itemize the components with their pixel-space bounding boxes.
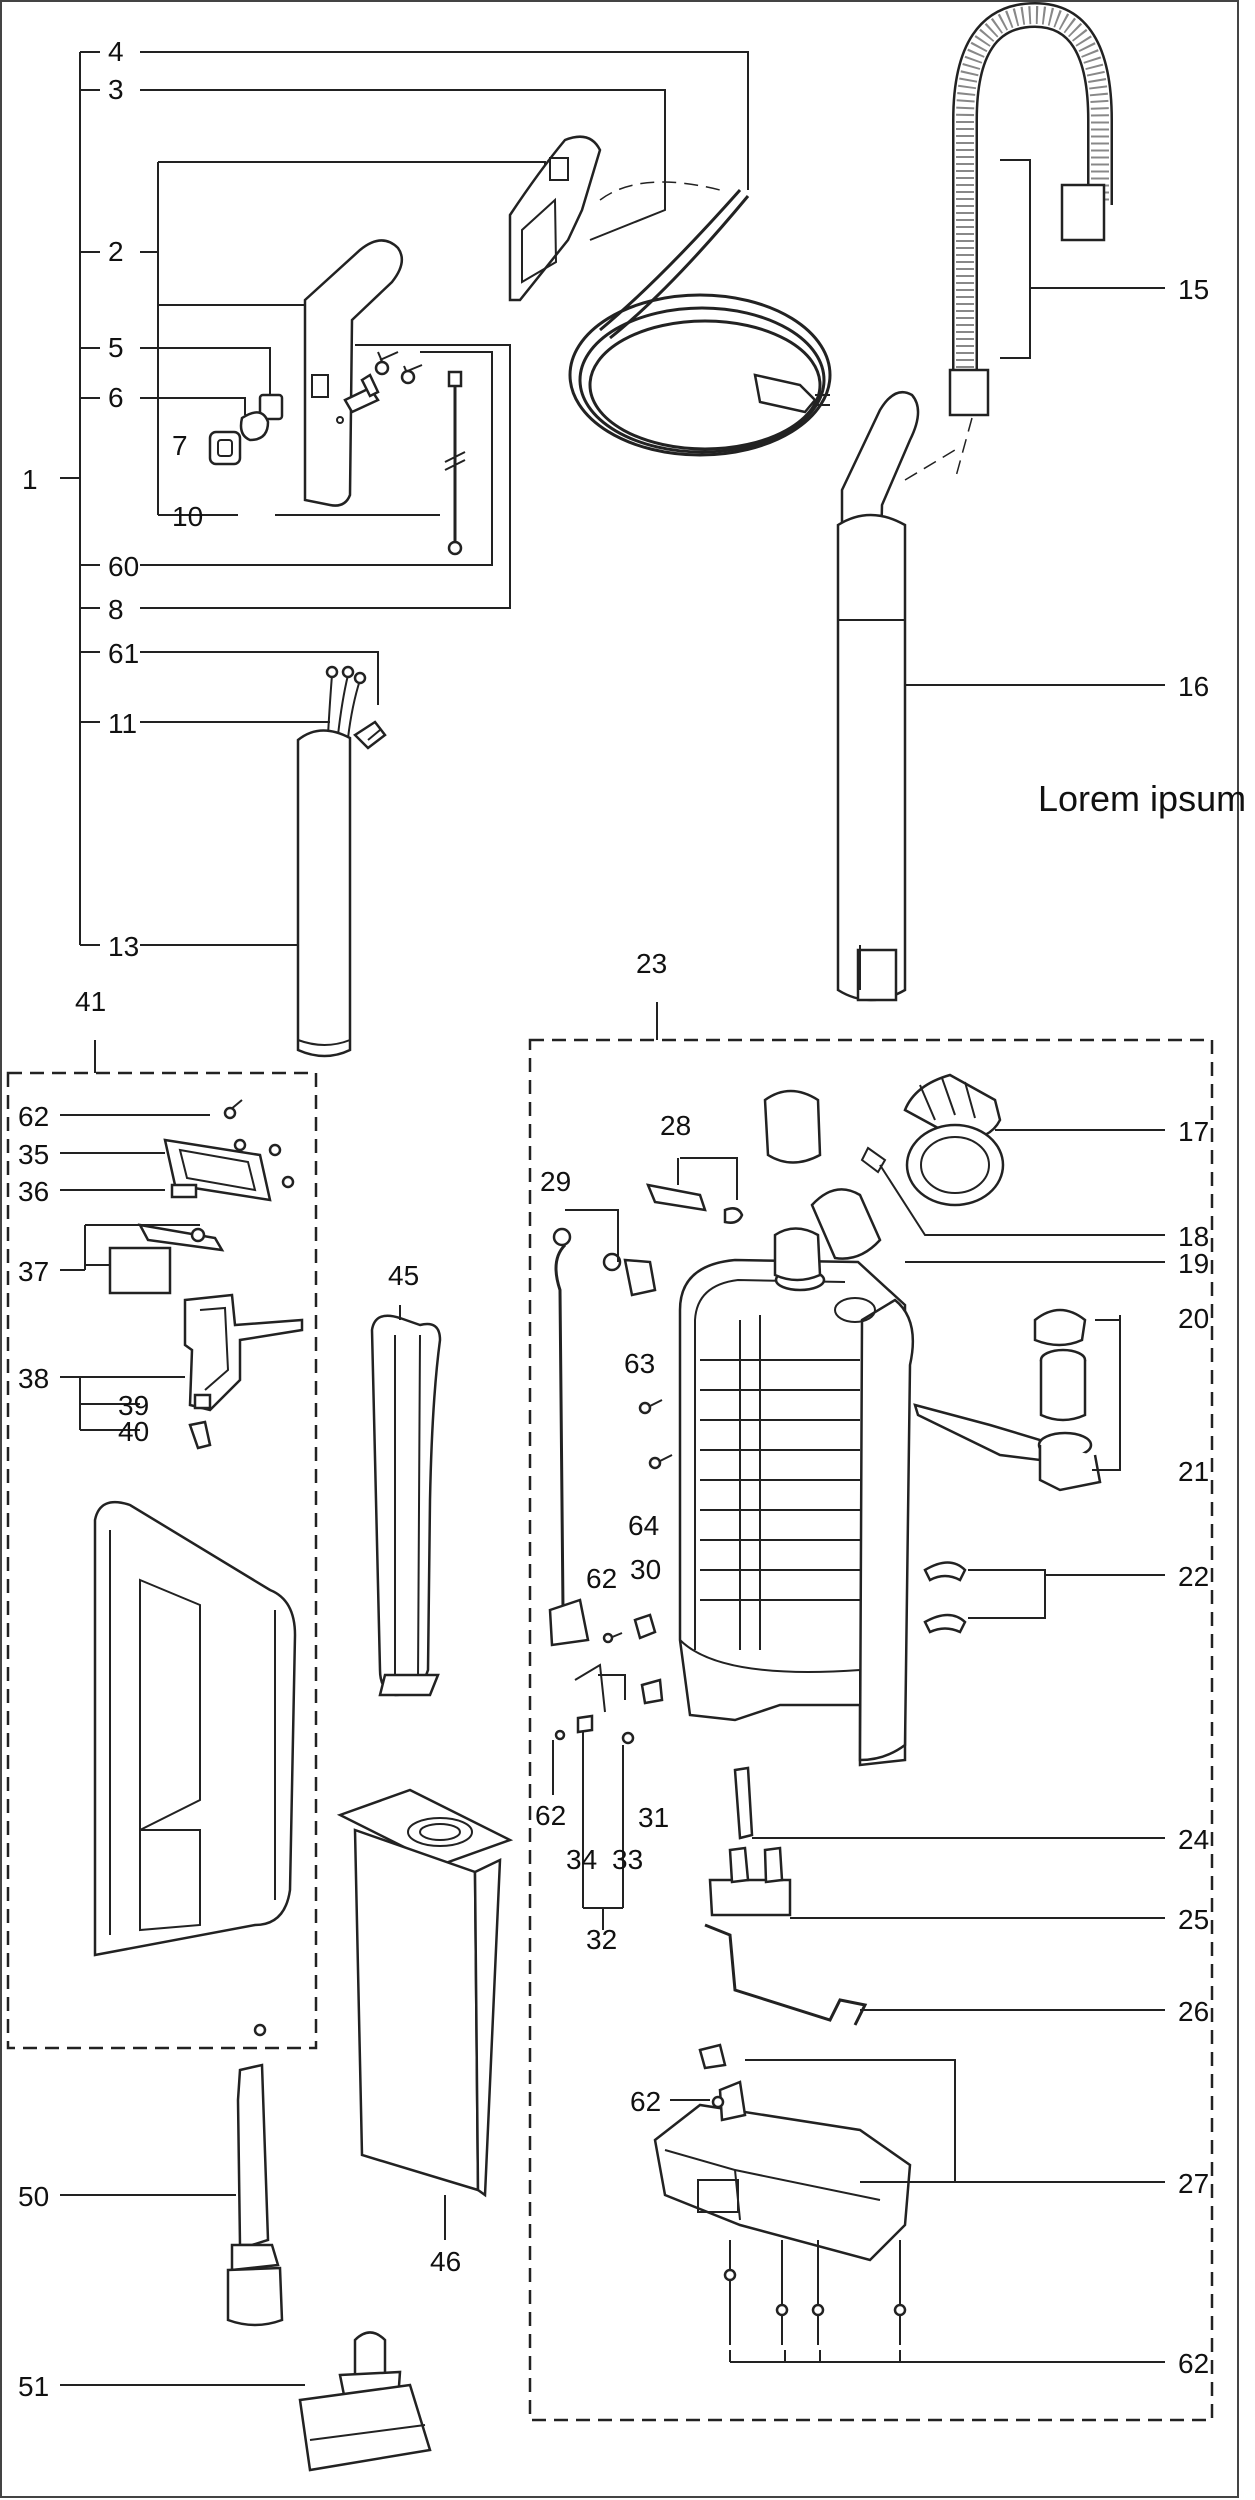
callout-46: 46 — [430, 2246, 462, 2277]
callout-62-d: 62 — [630, 2086, 662, 2117]
kit-41-box — [6, 1071, 318, 2050]
callout-30: 30 — [630, 1554, 662, 1585]
wires-and-screw — [325, 665, 387, 750]
callout-39: 39 — [118, 1390, 150, 1421]
callout-31: 31 — [638, 1802, 670, 1833]
callout-62-b: 62 — [586, 1563, 618, 1594]
kit-41-parts — [60, 1099, 304, 2037]
assembly-23-parts — [548, 1073, 1165, 2363]
callout-28: 28 — [660, 1110, 692, 1141]
callout-40: 40 — [118, 1416, 150, 1447]
screws-and-cable — [343, 351, 466, 556]
callout-62-e: 62 — [1178, 2348, 1210, 2379]
callout-62-c: 62 — [535, 1800, 567, 1831]
dust-bag-part — [336, 1788, 514, 2240]
callout-19: 19 — [1178, 1248, 1210, 1279]
callout-62-a: 62 — [18, 1101, 50, 1132]
callout-50: 50 — [18, 2181, 50, 2212]
group-1-bracket — [60, 51, 749, 946]
callout-45: 45 — [388, 1260, 420, 1291]
callout-2: 2 — [108, 236, 124, 267]
callout-29: 29 — [540, 1166, 572, 1197]
callout-35: 35 — [18, 1139, 50, 1170]
callout-20: 20 — [1178, 1303, 1210, 1334]
callout-25: 25 — [1178, 1904, 1210, 1935]
callout-37: 37 — [18, 1256, 50, 1287]
callout-21: 21 — [1178, 1456, 1210, 1487]
handle-grip-part — [303, 239, 404, 507]
callout-18: 18 — [1178, 1221, 1210, 1252]
callout-33: 33 — [612, 1844, 644, 1875]
callout-36: 36 — [18, 1176, 50, 1207]
power-cord-part — [568, 181, 832, 457]
callout-17: 17 — [1178, 1116, 1210, 1147]
callout-11: 11 — [108, 708, 138, 739]
handle-tube-part — [296, 729, 352, 1058]
callout-27: 27 — [1178, 2168, 1210, 2199]
flex-hose-part — [948, 1, 1165, 481]
callout-3: 3 — [108, 74, 124, 105]
small-parts-5-6-7 — [208, 393, 284, 466]
callout-41: 41 — [75, 986, 107, 1017]
callout-64: 64 — [628, 1510, 660, 1541]
callout-13: 13 — [108, 931, 140, 962]
callout-22: 22 — [1178, 1561, 1210, 1592]
annotation-text: Lorem ipsum — [1038, 778, 1247, 819]
callout-7: 7 — [172, 430, 188, 461]
callout-5: 5 — [108, 332, 124, 363]
switch-housing-part — [508, 135, 602, 302]
bag-holder-part — [370, 1305, 442, 1697]
callout-8: 8 — [108, 594, 124, 625]
callout-24: 24 — [1178, 1824, 1210, 1855]
callout-60: 60 — [108, 551, 140, 582]
upper-wand-part — [836, 390, 1165, 1002]
crevice-tool-part — [60, 2063, 284, 2327]
assembly-23-box — [528, 1038, 1214, 2422]
callout-26: 26 — [1178, 1996, 1210, 2027]
callout-51: 51 — [18, 2371, 50, 2402]
upholstery-tool-part — [60, 2331, 432, 2472]
callout-16: 16 — [1178, 671, 1210, 702]
callout-38: 38 — [18, 1363, 50, 1394]
callout-34: 34 — [566, 1844, 598, 1875]
callout-10: 10 — [172, 501, 204, 532]
callout-1: 1 — [22, 464, 38, 495]
callout-32: 32 — [586, 1924, 618, 1955]
callout-63: 63 — [624, 1348, 656, 1379]
callout-61: 61 — [108, 638, 140, 669]
callout-6: 6 — [108, 382, 124, 413]
callout-23: 23 — [636, 948, 668, 979]
callout-15: 15 — [1178, 274, 1210, 305]
callout-4: 4 — [108, 36, 124, 67]
